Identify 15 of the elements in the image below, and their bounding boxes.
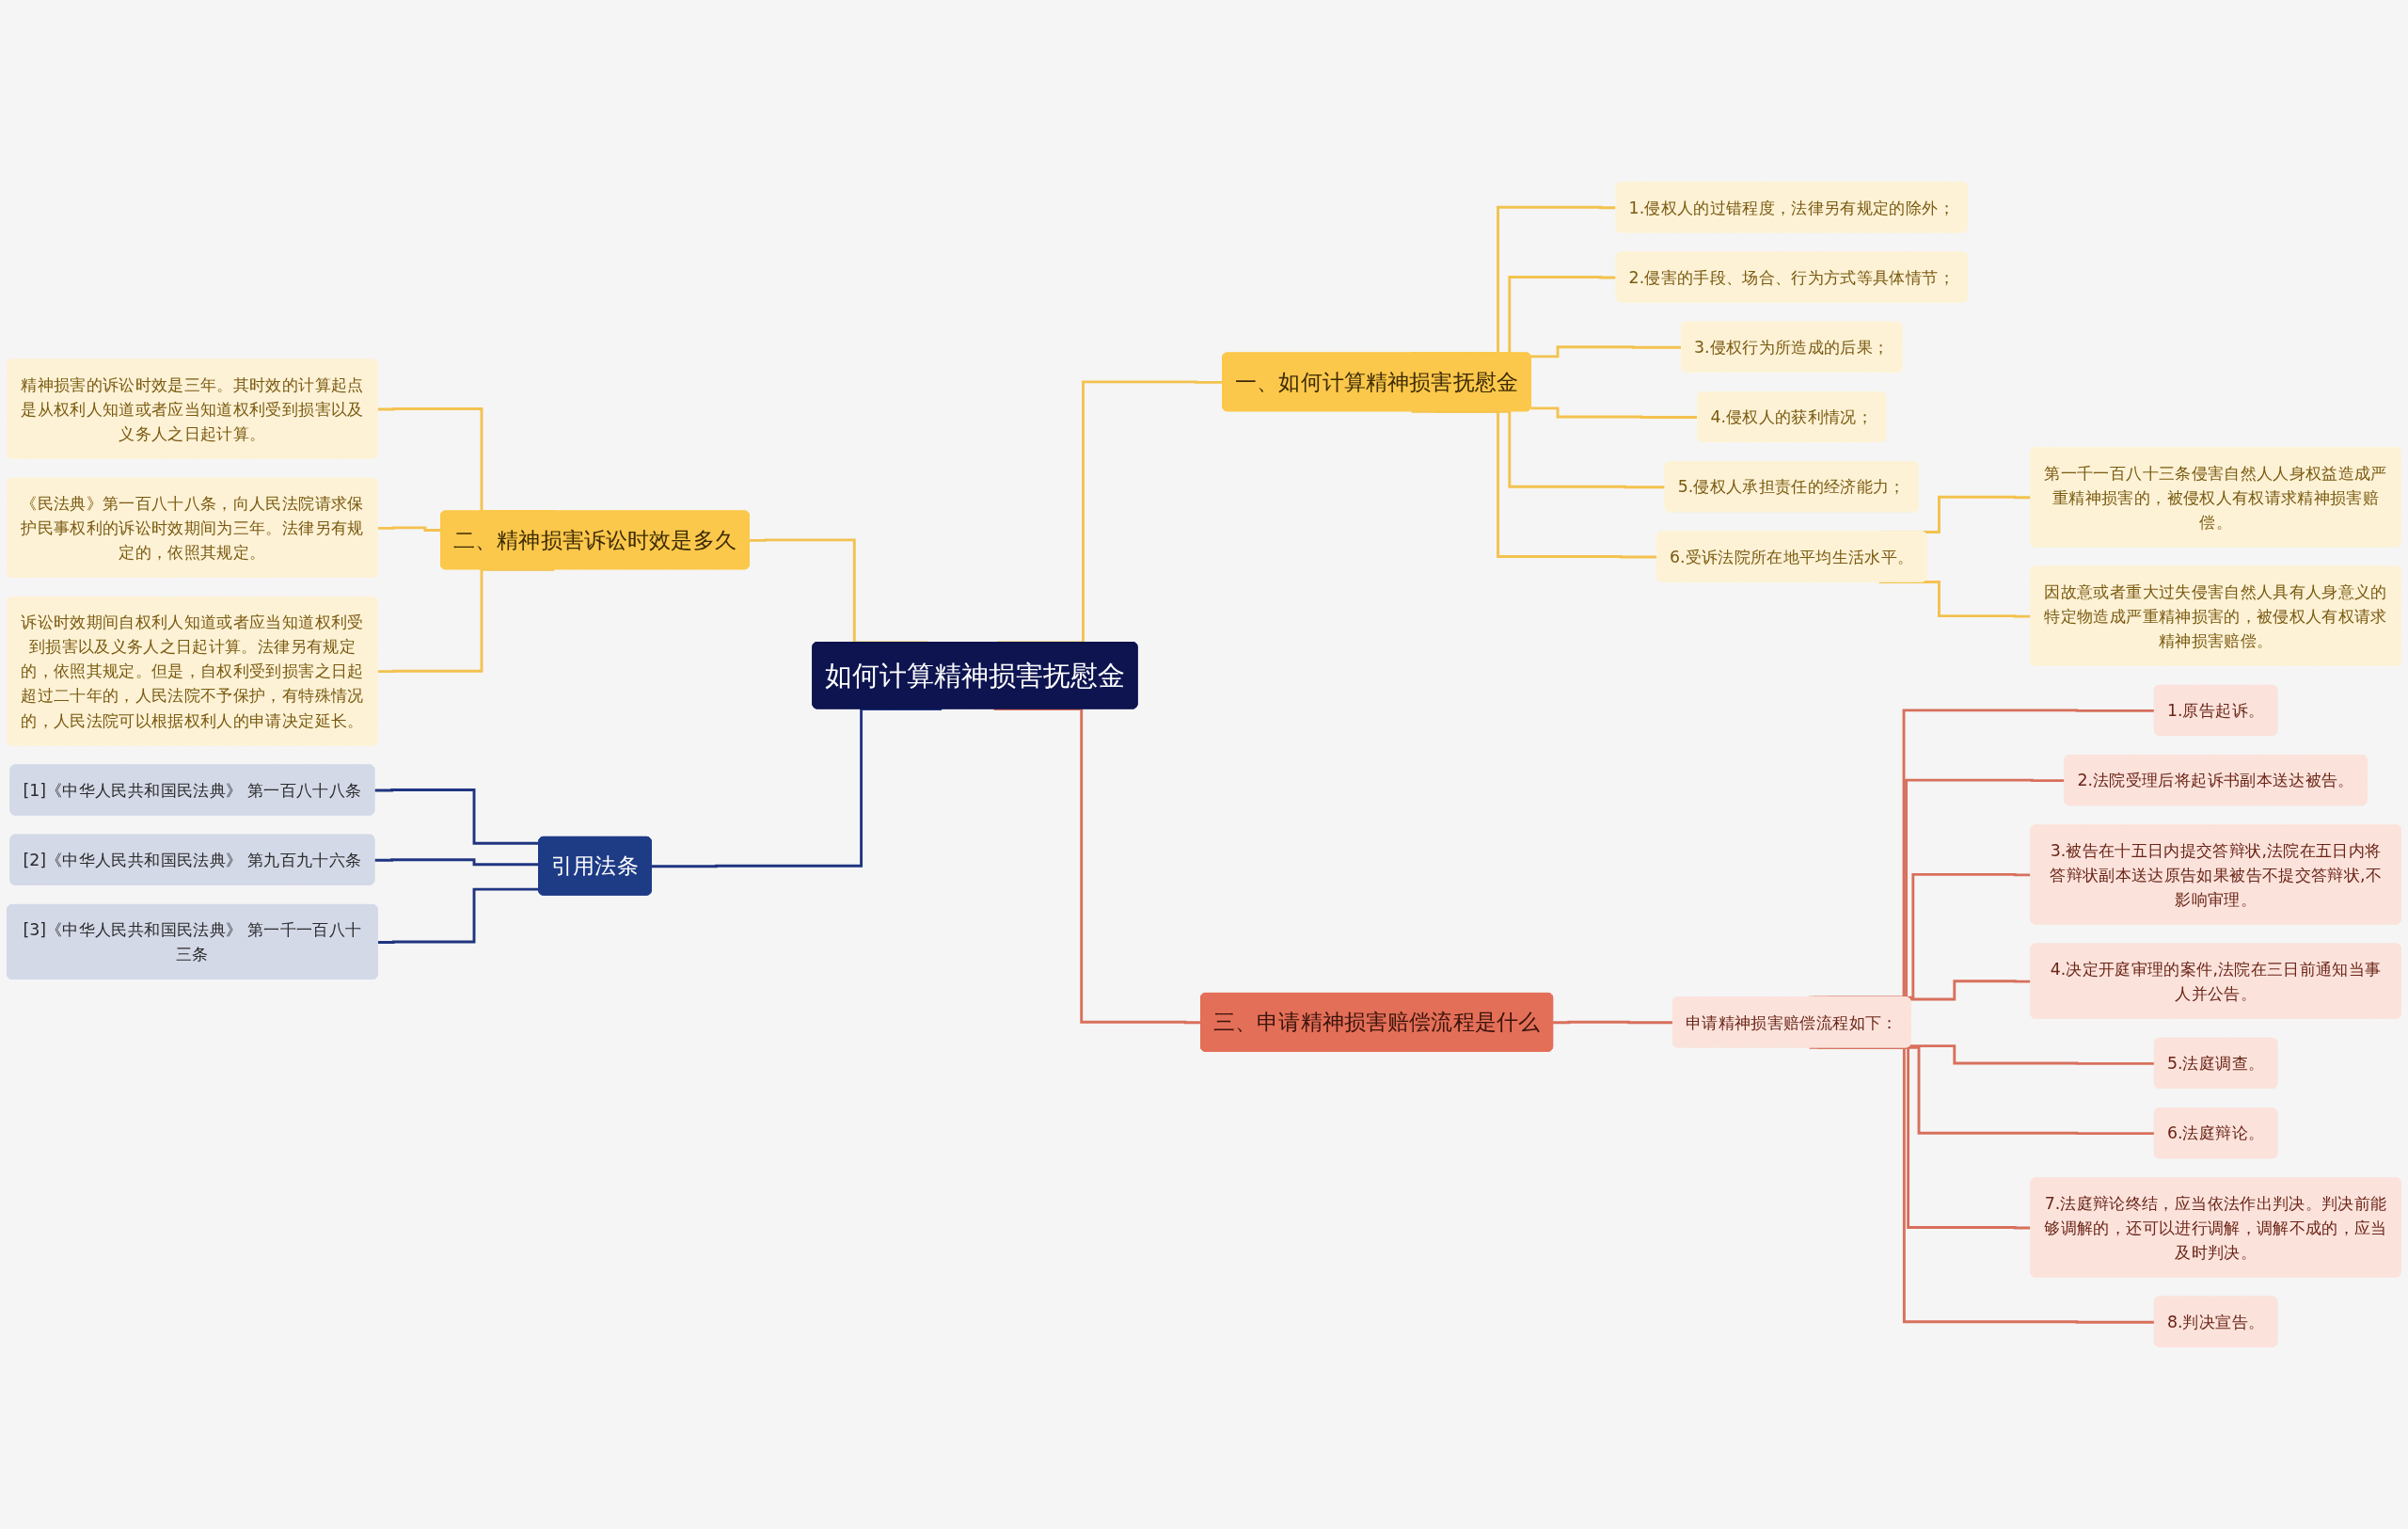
connector bbox=[377, 567, 555, 674]
connector bbox=[1530, 345, 1682, 358]
connector bbox=[1809, 1045, 2155, 1324]
connector bbox=[1909, 980, 2032, 1001]
connector bbox=[1411, 409, 1657, 559]
connector bbox=[993, 708, 1201, 1025]
connector bbox=[377, 526, 442, 532]
connector bbox=[377, 887, 540, 944]
connector bbox=[374, 858, 540, 867]
connector bbox=[1553, 1020, 1673, 1025]
connector bbox=[1530, 406, 1699, 419]
connector bbox=[1909, 1044, 2155, 1065]
connector bbox=[651, 708, 943, 868]
connector bbox=[374, 788, 540, 845]
connector bbox=[1878, 581, 2032, 618]
